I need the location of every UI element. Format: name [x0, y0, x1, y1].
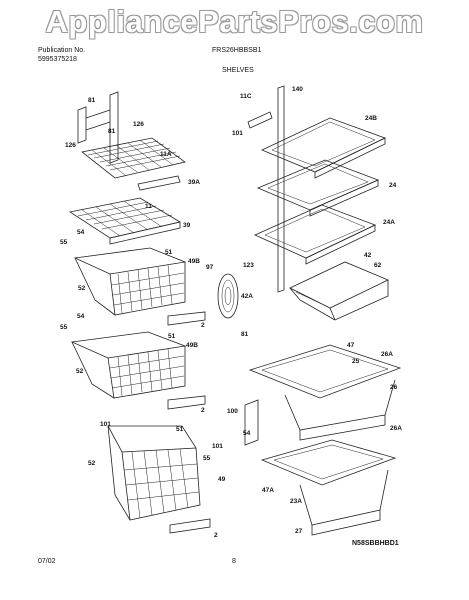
- callout-2: 2: [201, 322, 205, 329]
- publication-number: 5995375218: [38, 56, 77, 63]
- wire-shelf-11a: [81, 137, 186, 179]
- callout-54: 54: [77, 229, 85, 236]
- callout-100: 100: [227, 408, 238, 415]
- rail-140: [247, 85, 285, 293]
- callout-26a: 26A: [381, 351, 393, 358]
- basket-49b-upper: [73, 247, 206, 326]
- coil-97: [217, 273, 239, 319]
- callout-55: 55: [60, 324, 68, 331]
- callout-26a: 26A: [390, 425, 402, 432]
- callout-126: 126: [133, 121, 144, 128]
- crisper-lid-25: [248, 344, 402, 399]
- callout-140: 140: [292, 86, 303, 93]
- publication-label: Publication No.: [38, 47, 86, 54]
- callout-42a: 42A: [241, 293, 253, 300]
- callout-54: 54: [77, 313, 85, 320]
- callout-81: 81: [88, 97, 96, 104]
- watermark: AppliancePartsPros.com: [45, 4, 424, 39]
- callout-123: 123: [243, 262, 254, 269]
- callout-25: 25: [352, 358, 360, 365]
- callout-11a: 11A: [160, 151, 172, 158]
- callout-26: 26: [390, 384, 398, 391]
- callout-126: 126: [65, 142, 76, 149]
- callout-2: 2: [201, 407, 205, 414]
- callout-52: 52: [88, 460, 96, 467]
- callout-55: 55: [203, 455, 211, 462]
- glass-shelf-24: [256, 159, 380, 217]
- callout-24: 24: [389, 182, 397, 189]
- callout-54: 54: [243, 430, 251, 437]
- cover-100: [244, 399, 259, 446]
- callout-11c: 11C: [240, 93, 252, 100]
- glass-shelf-24b: [261, 117, 387, 179]
- section-title: SHELVES: [222, 67, 254, 74]
- callout-42: 42: [364, 252, 372, 259]
- callout-49: 49: [218, 476, 226, 483]
- callout-27: 27: [295, 528, 303, 535]
- callout-101: 101: [232, 130, 243, 137]
- callout-52: 52: [76, 368, 84, 375]
- drawing-code: N58SBBHBD1: [352, 540, 399, 547]
- callout-101: 101: [100, 421, 111, 428]
- callout-51: 51: [168, 333, 176, 340]
- basket-49b-lower: [70, 331, 206, 410]
- callout-81: 81: [241, 331, 249, 338]
- callout-24a: 24A: [383, 219, 395, 226]
- callout-52: 52: [78, 285, 86, 292]
- callout-101: 101: [212, 443, 223, 450]
- footer-page-number: 8: [232, 558, 236, 565]
- footer-date: 07/02: [38, 558, 56, 565]
- callout-47: 47: [347, 342, 355, 349]
- trim-39a: [137, 175, 181, 191]
- model-number: FRS26HBBSB1: [212, 47, 262, 54]
- callout-11: 11: [145, 203, 152, 210]
- crisper-drawer-47: [284, 379, 396, 441]
- callout-62: 62: [374, 262, 382, 269]
- callout-24b: 24B: [365, 115, 377, 122]
- callout-97: 97: [206, 264, 214, 271]
- callout-49b: 49B: [186, 342, 198, 349]
- callout-2: 2: [214, 532, 218, 539]
- glass-shelf-24a: [254, 204, 377, 265]
- left-bracket-assembly: [77, 91, 119, 164]
- callout-51: 51: [176, 426, 184, 433]
- callout-55: 55: [60, 239, 68, 246]
- crisper-lid-23a: [260, 439, 397, 486]
- basket-49: [107, 425, 211, 534]
- drawer-42: [289, 261, 389, 321]
- callout-39: 39: [183, 222, 191, 229]
- crisper-drawer-27: [299, 469, 389, 536]
- callout-23a: 23A: [290, 498, 302, 505]
- callout-81: 81: [108, 128, 116, 135]
- callout-47a: 47A: [262, 487, 274, 494]
- callout-39a: 39A: [188, 179, 200, 186]
- callout-49b: 49B: [188, 258, 200, 265]
- callout-51: 51: [165, 249, 173, 256]
- wire-shelf-11: [68, 197, 182, 245]
